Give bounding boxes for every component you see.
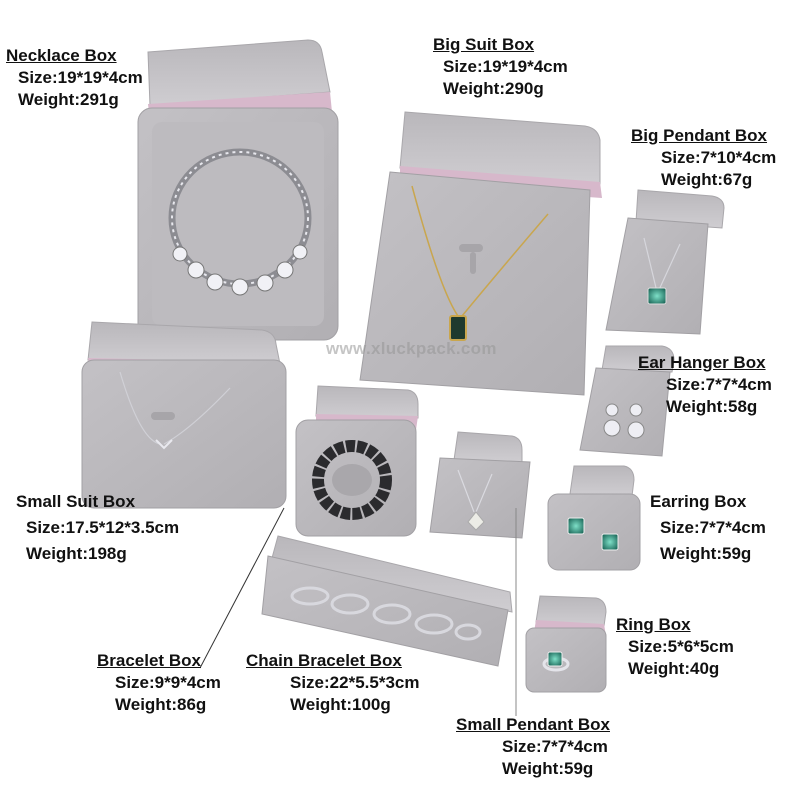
label-big-pendant-box: Big Pendant Box Size:7*10*4cm Weight:67g [631, 125, 776, 191]
label-ring-box: Ring Box Size:5*6*5cm Weight:40g [616, 614, 734, 680]
big-suit-box-weight: Weight:290g [443, 79, 544, 98]
label-small-pendant-box: Small Pendant Box Size:7*7*4cm Weight:59… [456, 714, 610, 780]
ring-box [525, 595, 607, 693]
necklace-box-title: Necklace Box [6, 46, 117, 65]
necklace-box-size: Size:19*19*4cm [18, 68, 143, 87]
small-suit-box-weight: Weight:198g [26, 544, 127, 563]
label-necklace-box: Necklace Box Size:19*19*4cm Weight:291g [6, 45, 143, 111]
bracelet-box [295, 385, 419, 537]
label-ear-hanger-box: Ear Hanger Box Size:7*7*4cm Weight:58g [638, 352, 772, 418]
big-pendant-box-weight: Weight:67g [661, 170, 753, 189]
big-suit-box [359, 111, 602, 396]
small-suit-box-title: Small Suit Box [16, 492, 136, 511]
ear-hanger-box-size: Size:7*7*4cm [666, 375, 772, 394]
ear-hanger-box-weight: Weight:58g [666, 397, 758, 416]
ear-hanger-box [579, 345, 675, 457]
big-pendant-box-size: Size:7*10*4cm [661, 148, 777, 167]
chain-bracelet-box-size: Size:22*5.5*3cm [290, 673, 420, 692]
label-chain-bracelet-box: Chain Bracelet Box Size:22*5.5*3cm Weigh… [246, 650, 419, 716]
bracelet-box-title: Bracelet Box [97, 651, 201, 670]
chain-bracelet [290, 586, 482, 641]
earring-box-title: Earring Box [650, 492, 747, 511]
earring-box-weight: Weight:59g [660, 544, 752, 563]
small-pendant-box-title: Small Pendant Box [456, 715, 610, 734]
ring-box-weight: Weight:40g [628, 659, 720, 678]
ring-box-title: Ring Box [616, 615, 691, 634]
big-pendant-box-title: Big Pendant Box [631, 126, 768, 145]
earring-box-size: Size:7*7*4cm [660, 518, 766, 537]
small-suit-box-size: Size:17.5*12*3.5cm [26, 518, 180, 537]
chain-bracelet-box [261, 535, 513, 667]
small-suit-box [81, 321, 287, 509]
chain-bracelet-box-title: Chain Bracelet Box [246, 651, 402, 670]
label-small-suit-box: Small Suit Box Size:17.5*12*3.5cm Weight… [16, 489, 179, 567]
chain-bracelet-box-weight: Weight:100g [290, 695, 391, 714]
label-earring-box: Earring Box Size:7*7*4cm Weight:59g [650, 489, 766, 567]
bracelet-leader-line [199, 507, 285, 669]
small-pendant-box-weight: Weight:59g [502, 759, 594, 778]
watermark-text: www.xluckpack.com [326, 339, 497, 358]
earring-box [547, 465, 641, 571]
big-suit-box-title: Big Suit Box [433, 35, 535, 54]
ear-hanger-box-title: Ear Hanger Box [638, 353, 766, 372]
bracelet-box-size: Size:9*9*4cm [115, 673, 221, 692]
big-pendant-box [605, 189, 725, 335]
label-bracelet-box: Bracelet Box Size:9*9*4cm Weight:86g [97, 650, 221, 716]
small-pendant-box [429, 431, 531, 539]
pendant-necklace [411, 185, 549, 341]
small-pendant-box-size: Size:7*7*4cm [502, 737, 608, 756]
necklace-box-weight: Weight:291g [18, 90, 119, 109]
bracelet-box-weight: Weight:86g [115, 695, 207, 714]
crystal-necklace [168, 148, 312, 296]
big-suit-box-size: Size:19*19*4cm [443, 57, 568, 76]
ring-box-size: Size:5*6*5cm [628, 637, 734, 656]
label-big-suit-box: Big Suit Box Size:19*19*4cm Weight:290g [433, 34, 568, 100]
necklace-box [137, 39, 339, 341]
